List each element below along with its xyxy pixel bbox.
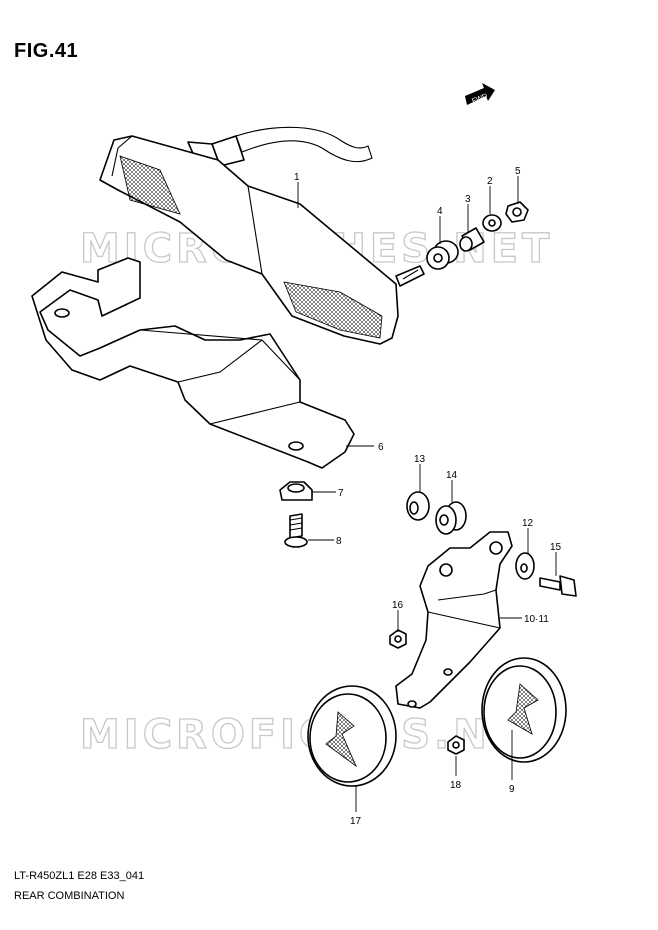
callout-9: 9 <box>509 784 515 795</box>
callout-7: 7 <box>338 488 344 499</box>
part-3-collar <box>459 227 485 252</box>
callout-1: 1 <box>294 172 300 183</box>
assembly-name: REAR COMBINATION <box>14 890 125 902</box>
callout-8: 8 <box>336 536 342 547</box>
part-18-nut <box>447 735 465 755</box>
callout-2: 2 <box>487 176 493 187</box>
callout-17: 17 <box>350 816 362 827</box>
callout-16: 16 <box>392 600 404 611</box>
part-17-reflector <box>307 685 397 787</box>
callout-labels: 1 2 3 4 5 6 7 8 9 10·11 12 13 14 15 16 1… <box>294 166 562 827</box>
part-7-nut <box>279 481 313 501</box>
part-15-bolt <box>539 575 577 597</box>
callout-3: 3 <box>465 194 471 205</box>
callout-12: 12 <box>522 518 534 529</box>
callout-15: 15 <box>550 542 562 553</box>
part-13-washer <box>406 491 430 521</box>
fwd-arrow-icon: FWD <box>465 83 495 105</box>
callout-18: 18 <box>450 780 462 791</box>
callout-13: 13 <box>414 454 426 465</box>
part-1-tail-lamp <box>99 126 425 345</box>
callout-6: 6 <box>378 442 384 453</box>
part-16-nut <box>389 629 407 649</box>
part-12-washer <box>515 552 535 580</box>
part-10-11-bracket <box>395 531 513 709</box>
part-9-reflector <box>481 657 567 763</box>
figure-title: FIG.41 <box>14 40 79 62</box>
part-14-grommet <box>435 501 467 535</box>
part-6-bracket <box>31 257 355 469</box>
part-8-bolt <box>284 513 308 548</box>
model-code: LT-R450ZL1 E28 E33_041 <box>14 870 145 882</box>
part-4-grommet <box>426 240 459 270</box>
part-5-nut <box>505 201 529 223</box>
callout-14: 14 <box>446 470 458 481</box>
callout-10-11: 10·11 <box>524 614 549 625</box>
callout-4: 4 <box>437 206 443 217</box>
part-2-washer <box>482 214 502 232</box>
callout-5: 5 <box>515 166 521 177</box>
leader-lines <box>297 176 557 812</box>
